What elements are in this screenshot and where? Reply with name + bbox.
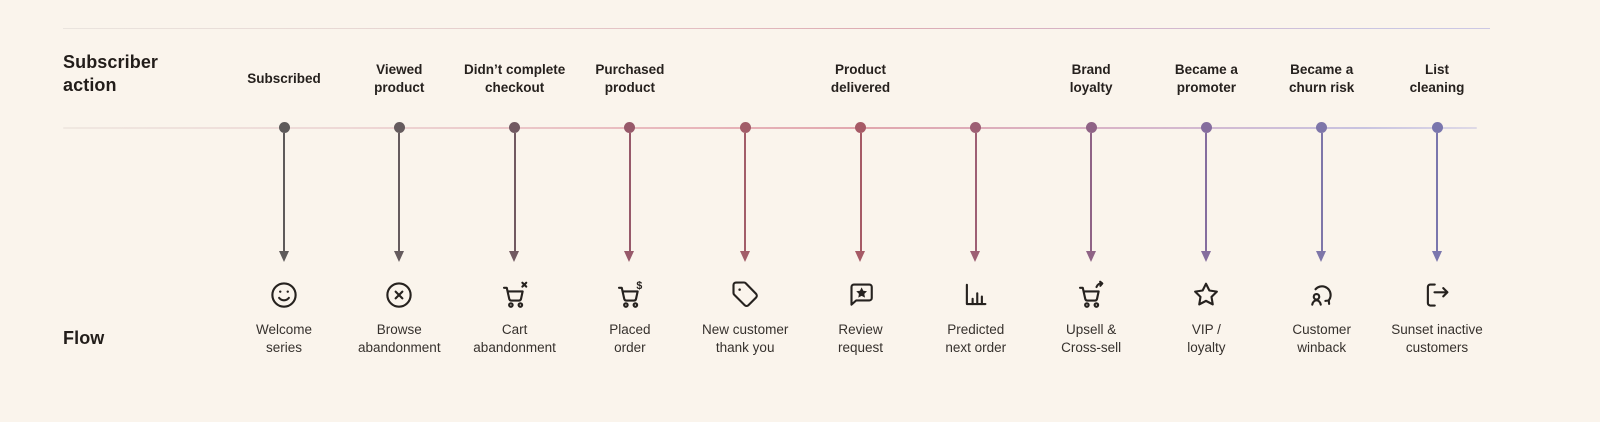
down-arrow-head bbox=[1085, 251, 1096, 262]
timeline-dot bbox=[509, 122, 521, 133]
journey-column: List cleaning Sunset inactive customers bbox=[1372, 0, 1502, 422]
down-arrow-head bbox=[509, 251, 520, 262]
timeline-dot bbox=[855, 122, 866, 133]
timeline-dot bbox=[1431, 122, 1443, 133]
journey-column: New customer thank you bbox=[680, 0, 810, 422]
timeline-dot bbox=[1085, 122, 1097, 133]
subscriber-action-text: Brand loyalty bbox=[1069, 62, 1113, 95]
flow-name: Upsell & Cross-sell bbox=[1061, 322, 1122, 355]
down-arrow-shaft bbox=[628, 133, 631, 251]
timeline-dot bbox=[739, 122, 751, 133]
cart-x-icon bbox=[500, 280, 530, 310]
subscriber-action-text: Became a churn risk bbox=[1289, 62, 1355, 95]
flow-name: New customer thank you bbox=[702, 322, 789, 355]
subscriber-action-text: Product delivered bbox=[830, 62, 891, 95]
journey-column: Product delivered Review request bbox=[796, 0, 926, 422]
subscriber-action-text: List cleaning bbox=[1409, 62, 1465, 95]
timeline-dot bbox=[1200, 122, 1212, 133]
subscriber-action-text: Subscribed bbox=[247, 71, 321, 86]
timeline-dot bbox=[624, 122, 636, 133]
cart-dollar-icon bbox=[615, 280, 645, 310]
user-rotate-icon bbox=[1307, 280, 1337, 310]
timeline-dot bbox=[393, 122, 405, 133]
flow-name: Cart abandonment bbox=[473, 322, 556, 355]
down-arrow-shaft bbox=[1205, 133, 1208, 251]
down-arrow-head bbox=[278, 251, 289, 262]
journey-column: Brand loyalty Upsell & Cross-sell bbox=[1026, 0, 1156, 422]
journey-column: Became a churn risk Customer winback bbox=[1257, 0, 1387, 422]
down-arrow-head bbox=[739, 251, 750, 262]
down-arrow-head bbox=[1431, 251, 1442, 262]
circle-x-icon bbox=[384, 280, 414, 310]
cart-up-icon bbox=[1076, 280, 1106, 310]
down-arrow-head bbox=[855, 251, 865, 262]
flow-name: Predicted next order bbox=[945, 322, 1007, 355]
flow-name: Customer winback bbox=[1292, 322, 1351, 355]
flow-name: Sunset inactive customers bbox=[1391, 322, 1483, 355]
smile-icon bbox=[269, 280, 299, 310]
subscriber-action-text: Became a promoter bbox=[1174, 62, 1238, 95]
timeline-dot bbox=[1316, 122, 1328, 133]
flow-name: Placed order bbox=[609, 322, 651, 355]
down-arrow-head bbox=[970, 251, 981, 262]
subscriber-action-text: Purchased product bbox=[595, 62, 665, 95]
down-arrow-shaft bbox=[1436, 133, 1438, 251]
down-arrow-head bbox=[393, 251, 404, 262]
flow-name: Welcome series bbox=[255, 322, 313, 355]
down-arrow-head bbox=[1316, 251, 1327, 262]
down-arrow-head bbox=[1200, 251, 1211, 262]
star-icon bbox=[1191, 280, 1221, 310]
journey-column: Purchased product Placed order bbox=[565, 0, 695, 422]
down-arrow-head bbox=[624, 251, 635, 262]
subscriber-action-text: Viewed product bbox=[374, 62, 425, 95]
down-arrow-shaft bbox=[398, 133, 401, 251]
subscriber-action-text: Didn’t complete checkout bbox=[463, 62, 566, 95]
journey-column: Became a promoter VIP / loyalty bbox=[1141, 0, 1271, 422]
timeline-dot bbox=[970, 122, 982, 133]
top-divider-line bbox=[63, 28, 1490, 29]
flow-name: VIP / loyalty bbox=[1187, 322, 1226, 355]
down-arrow-shaft bbox=[513, 133, 516, 251]
down-arrow-shaft bbox=[1320, 133, 1323, 251]
down-arrow-shaft bbox=[859, 133, 862, 251]
flow-name: Browse abandonment bbox=[358, 322, 441, 355]
down-arrow-shaft bbox=[1090, 133, 1093, 251]
journey-column: Didn’t complete checkout Cart abandonmen… bbox=[450, 0, 580, 422]
flow-row-label: Flow bbox=[63, 328, 105, 348]
timeline-line bbox=[63, 127, 1477, 129]
bar-chart-icon bbox=[961, 280, 991, 310]
journey-column: Predicted next order bbox=[911, 0, 1041, 422]
message-star-icon bbox=[846, 280, 876, 310]
subscriber-action-row-label: Subscriber action bbox=[63, 52, 159, 95]
journey-column: Subscribed Welcome series bbox=[219, 0, 349, 422]
tag-icon bbox=[730, 280, 760, 310]
down-arrow-shaft bbox=[283, 133, 285, 251]
journey-column: Viewed product Browse abandonment bbox=[334, 0, 464, 422]
down-arrow-shaft bbox=[744, 133, 747, 251]
down-arrow-shaft bbox=[974, 133, 977, 251]
logout-icon bbox=[1422, 280, 1452, 310]
flow-name: Review request bbox=[837, 322, 884, 355]
timeline-dot bbox=[278, 122, 290, 133]
